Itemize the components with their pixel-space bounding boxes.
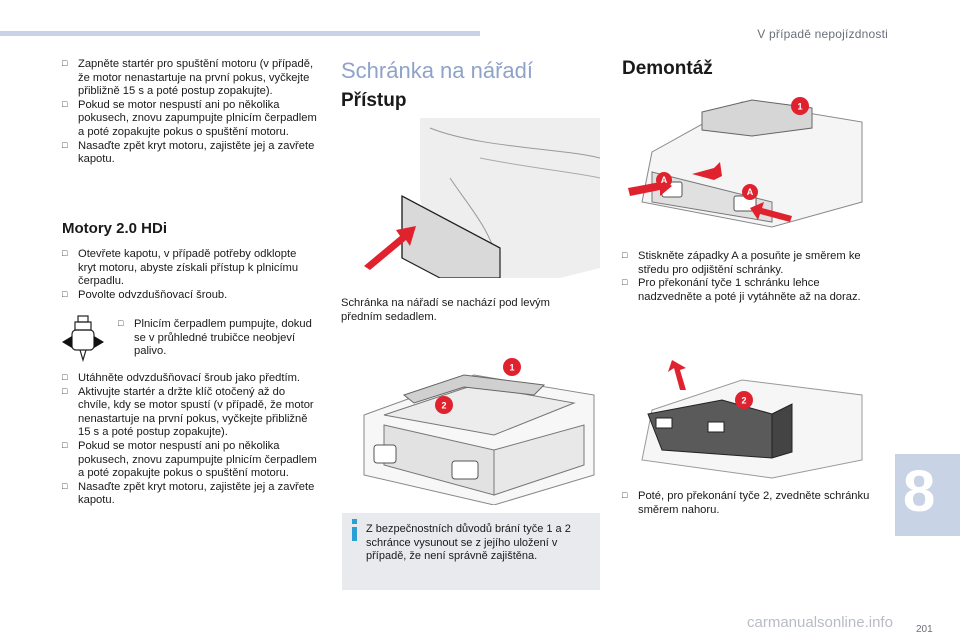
svg-text:2: 2	[741, 396, 746, 406]
removal-final-step: Poté, pro překonání tyče 2, zvedněte sch…	[622, 489, 877, 517]
section-title: Schránka na nářadí	[341, 58, 534, 83]
arrow-icon	[668, 360, 686, 390]
bullet-item: Aktivujte startér a držte klíč otočený a…	[62, 385, 320, 440]
arrow-icon	[364, 226, 416, 270]
fuel-pump-icon	[62, 315, 104, 363]
callout-2: 2	[735, 391, 753, 409]
toolbox-illustration: 1 2	[363, 358, 595, 505]
removal-heading: Demontáž	[622, 58, 713, 79]
callout-a: A	[656, 172, 672, 188]
removal-steps: Stiskněte západky A a posuňte je směrem …	[622, 249, 877, 304]
access-heading: Přístup	[341, 90, 407, 111]
watermark: carmanualsonline.info	[747, 614, 893, 631]
removal-illustration-lift: 2	[641, 360, 863, 479]
bullet-item: Pro překonání tyče 1 schránku lehce nadz…	[622, 276, 877, 304]
left-column: Zapněte startér pro spuštění motoru (v p…	[62, 57, 317, 167]
chapter-number: 8	[903, 459, 936, 524]
info-icon	[348, 519, 362, 543]
callout-a: A	[742, 184, 758, 200]
bullet-item: Utáhněte odvzdušňovací šroub jako předtí…	[62, 371, 320, 386]
bullet-item: Pokud se motor nespustí ani po několika …	[62, 439, 320, 481]
bullet-item: Povolte odvzdušňovací šroub.	[62, 288, 317, 303]
bullet-item: Nasaďte zpět kryt motoru, zajistěte jej …	[62, 480, 320, 508]
removal-illustration-latches: 1 A A	[628, 97, 863, 228]
info-note: Z bezpečnostních důvodů brání tyče 1 a 2…	[366, 523, 571, 562]
callout-2: 2	[435, 396, 453, 414]
location-text: Schránka na nářadí se nachází pod levým …	[341, 297, 550, 323]
info-box: Z bezpečnostních důvodů brání tyče 1 a 2…	[342, 513, 600, 590]
chapter-title: V případě nepojízdnosti	[757, 27, 888, 41]
engine-heading: Motory 2.0 HDi	[62, 220, 168, 237]
seat-illustration	[364, 118, 600, 278]
svg-text:1: 1	[509, 363, 514, 373]
left-column-bottom: Utáhněte odvzdušňovací šroub jako předtí…	[62, 371, 320, 508]
callout-1: 1	[791, 97, 809, 115]
bullet-item: Plnicím čerpadlem pumpujte, dokud se v p…	[118, 317, 313, 359]
callout-1: 1	[503, 358, 521, 376]
header-bar	[0, 31, 480, 36]
bullet-item: Nasaďte zpět kryt motoru, zajistěte jej …	[62, 139, 317, 167]
bullet-item: Poté, pro překonání tyče 2, zvedněte sch…	[622, 489, 877, 517]
bullet-item: Pokud se motor nespustí ani po několika …	[62, 98, 317, 140]
svg-text:A: A	[661, 175, 668, 185]
bullet-item: Stiskněte západky A a posuňte je směrem …	[622, 249, 877, 277]
svg-text:2: 2	[441, 401, 446, 411]
page-number: 201	[916, 624, 933, 635]
bullet-item: Otevřete kapotu, v případě potřeby odklo…	[62, 247, 317, 289]
svg-text:A: A	[747, 187, 754, 197]
pump-instruction: Plnicím čerpadlem pumpujte, dokud se v p…	[118, 317, 313, 359]
chapter-tab: 8	[895, 454, 960, 536]
left-column-mid: Otevřete kapotu, v případě potřeby odklo…	[62, 247, 317, 303]
svg-text:1: 1	[797, 102, 802, 112]
bullet-item: Zapněte startér pro spuštění motoru (v p…	[62, 57, 317, 99]
